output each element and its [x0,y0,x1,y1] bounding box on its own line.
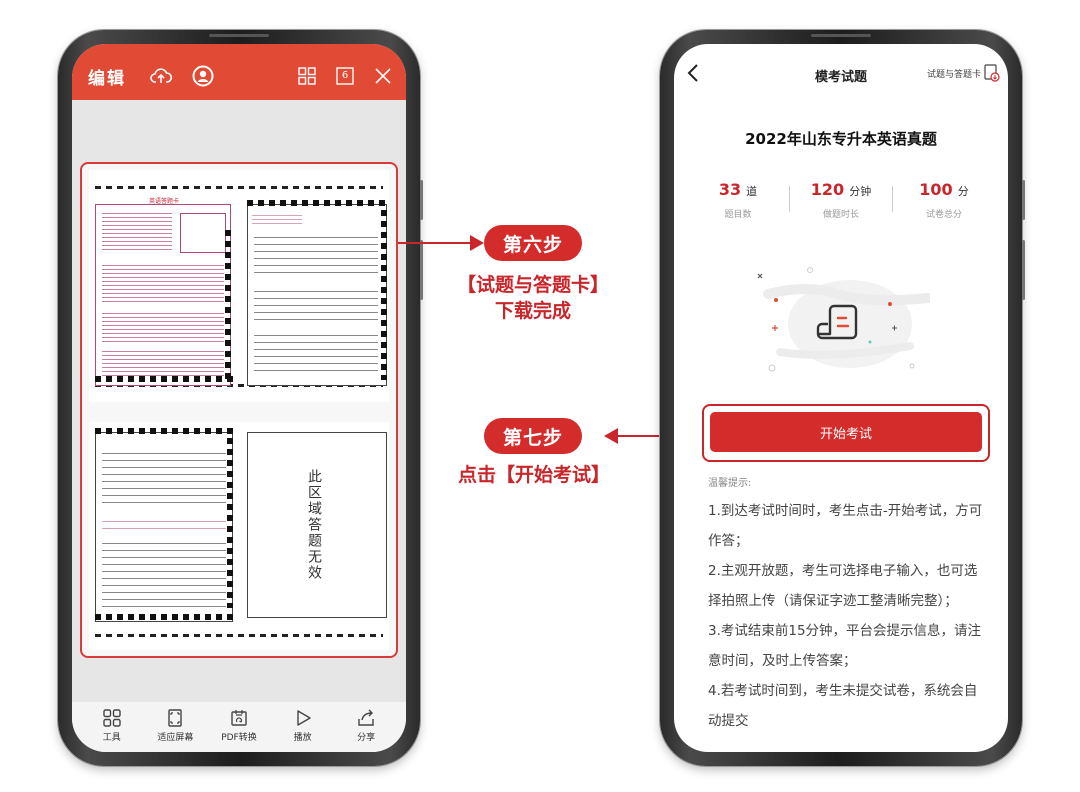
exam-header: 模考试题 试题与答题卡 [674,44,1008,100]
pdf-convert-icon [231,710,247,726]
right-phone: 模考试题 试题与答题卡 2022年山东专升本英语真题 33 道 题目数 120 … [660,30,1025,766]
pdf-viewer-screen: 编辑 6 [72,44,406,752]
document-area[interactable]: 英语答题卡 [72,100,406,702]
bottom-toolbar: 工具 适应屏幕 PDF转换 播放 分享 [72,702,406,752]
grid-icon [103,709,121,727]
stat-total-score: 100 分 试卷总分 [894,180,994,220]
page-count-badge[interactable]: 6 [336,67,354,85]
stat-unit: 道 [746,185,758,198]
tips-title: 温馨提示: [708,478,752,489]
tool-label: 适应屏幕 [157,733,194,743]
stat-value: 100 [919,180,953,199]
viewer-toolbar: 编辑 6 [72,44,406,100]
tips-list: 1.到达考试时间时，考生点击-开始考试，方可作答； 2.主观开放题，考生可选择电… [708,496,990,736]
step6-arrow-line [398,242,472,244]
play-button[interactable]: 播放 [275,708,331,743]
speaker [811,34,871,37]
page-count-text: 6 [341,70,349,81]
tip-item: 1.到达考试时间时，考生点击-开始考试，方可作答； [708,503,983,549]
answer-card-link[interactable]: 试题与答题卡 [927,64,1000,82]
tool-label: PDF转换 [221,733,257,743]
stat-divider [892,186,893,212]
back-icon[interactable] [686,63,700,87]
step6-arrowhead [470,235,484,251]
answer-column-2 [247,204,387,386]
tool-label: 分享 [357,733,376,743]
stat-unit: 分钟 [849,185,872,198]
stat-value: 120 [810,180,845,199]
tool-label: 播放 [293,733,312,743]
exam-screen: 模考试题 试题与答题卡 2022年山东专升本英语真题 33 道 题目数 120 … [674,44,1008,752]
tip-item: 3.考试结束前15分钟，平台会提示信息，请注意时间，及时上传答案； [708,623,982,669]
answer-column-1 [95,204,231,386]
stat-divider [789,186,790,212]
step6-caption-line2: 下载完成 [494,300,571,322]
step7-arrowhead [604,428,618,444]
step7-badge: 第七步 [484,418,582,454]
close-icon[interactable] [374,67,392,85]
play-icon [296,710,311,726]
exam-illustration [757,267,930,372]
pdf-page-2: 此区域答题无效 [89,422,389,650]
exam-title: 2022年山东专升本英语真题 [745,130,937,148]
power-button [420,240,423,300]
pdf-page-1: 英语答题卡 [89,170,389,402]
step6-caption-line1: 【试题与答题卡】 [456,274,609,296]
download-doc-icon [984,64,1000,82]
stat-question-count: 33 道 题目数 [688,180,788,220]
invalid-area-text: 此区域答题无效 [306,469,322,581]
tools-button[interactable]: 工具 [84,708,140,743]
start-exam-button[interactable]: 开始考试 [710,412,982,452]
step7-caption: 点击【开始考试】 [457,464,610,486]
edit-button[interactable]: 编辑 [88,68,126,89]
start-exam-highlight: 开始考试 [702,404,990,462]
stat-label: 题目数 [724,210,752,220]
step6-badge: 第六步 [484,225,582,261]
volume-button [1022,180,1025,220]
stat-value: 33 [718,180,742,199]
left-phone: 编辑 6 [58,30,423,766]
stat-unit: 分 [957,185,969,198]
step6-caption: 【试题与答题卡】 下载完成 [440,272,626,324]
stat-duration: 120 分钟 做题时长 [791,180,891,220]
account-circle-icon[interactable] [192,65,214,87]
tip-item: 2.主观开放题，考生可选择电子输入，也可选择拍照上传（请保证字迹工整清晰完整）； [708,563,978,609]
stat-label: 试卷总分 [925,210,962,220]
grid-view-icon[interactable] [298,67,316,85]
speaker [209,34,269,37]
answer-column-3 [95,432,233,622]
tip-item: 4.若考试时间到，考生未提交试卷，系统会自动提交 [708,683,978,729]
cloud-upload-icon[interactable] [150,67,172,85]
share-button[interactable]: 分享 [338,708,394,743]
invalid-answer-area: 此区域答题无效 [247,432,387,618]
fit-screen-button[interactable]: 适应屏幕 [147,708,203,743]
volume-button [420,180,423,220]
power-button [1022,240,1025,300]
answer-card-label: 试题与答题卡 [926,69,981,80]
stat-label: 做题时长 [822,210,859,220]
header-title: 模考试题 [814,70,867,85]
share-icon [358,709,374,726]
sheet-heading: 英语答题卡 [149,198,180,205]
pdf-convert-button[interactable]: PDF转换 [211,708,267,743]
step7-arrow-line [618,435,700,437]
exam-stats: 33 道 题目数 120 分钟 做题时长 100 分 试卷总分 [688,180,994,220]
tool-label: 工具 [102,733,121,743]
fit-screen-icon [168,709,183,727]
answer-sheet-highlight: 英语答题卡 [80,162,398,658]
